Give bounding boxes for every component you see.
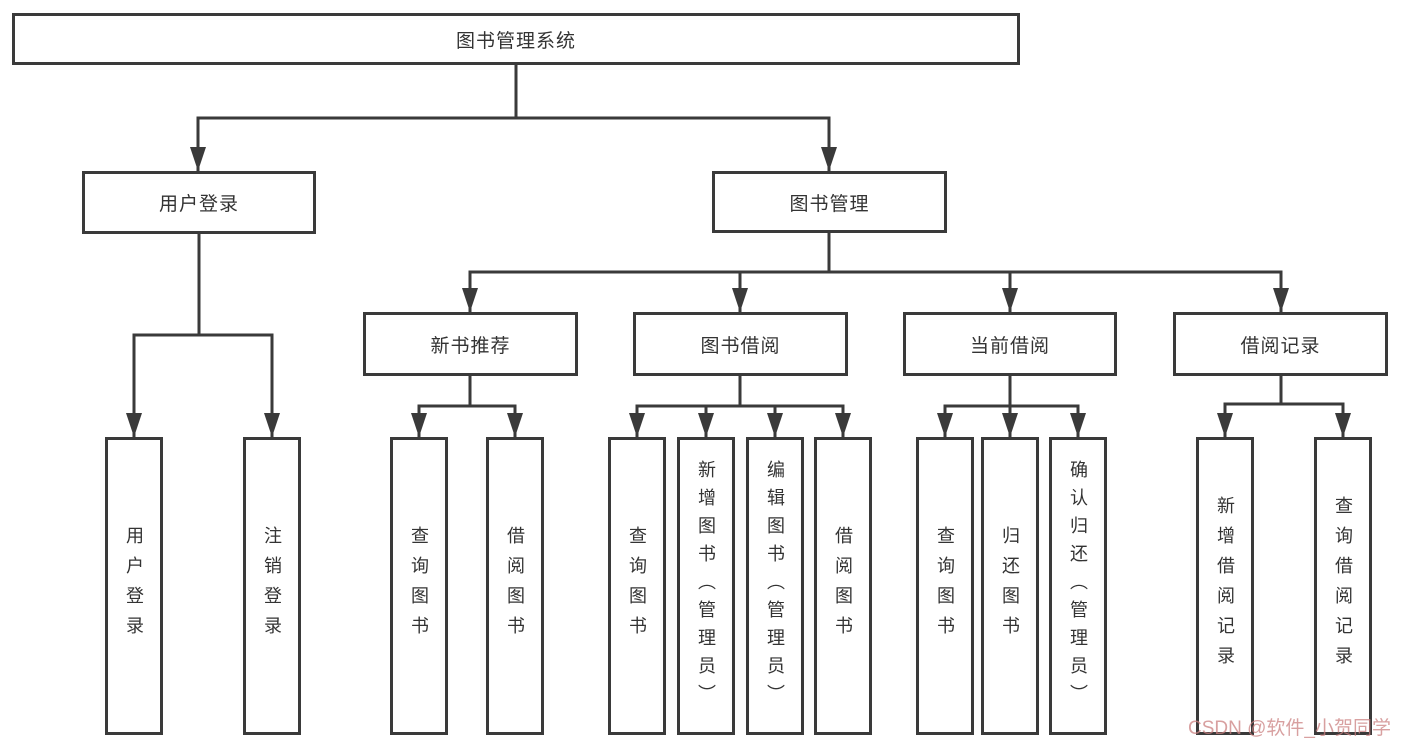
node-label: 用户登录 xyxy=(158,194,239,215)
leaf-query-borrow-record: 查询借阅记录 xyxy=(1314,437,1372,735)
node-label: 图书管理系统 xyxy=(455,30,576,52)
node-label: 借阅图书 xyxy=(505,526,525,646)
node-label: 新书推荐 xyxy=(430,335,511,357)
node-label: 归还图书 xyxy=(1000,526,1020,646)
leaf-add-book-admin: 新增图书（管理员） xyxy=(677,437,735,735)
node-borrow-records: 借阅记录 xyxy=(1173,312,1388,376)
node-user-login: 用户登录 xyxy=(82,171,316,234)
node-label: 当前借阅 xyxy=(969,335,1050,357)
node-label: 编辑图书（管理员） xyxy=(765,460,785,712)
leaf-borrow-book-1: 借阅图书 xyxy=(486,437,544,735)
leaf-return-book: 归还图书 xyxy=(981,437,1039,735)
node-label: 查询图书 xyxy=(935,526,955,646)
leaf-logout: 注销登录 xyxy=(243,437,301,735)
node-book-borrow: 图书借阅 xyxy=(633,312,848,376)
node-label: 确认归还（管理员） xyxy=(1068,460,1088,712)
leaf-confirm-return-admin: 确认归还（管理员） xyxy=(1049,437,1107,735)
node-label: 查询图书 xyxy=(409,526,429,646)
node-new-book-recommend: 新书推荐 xyxy=(363,312,578,376)
node-label: 用户登录 xyxy=(124,526,144,646)
node-label: 图书管理 xyxy=(789,193,870,215)
leaf-query-book-3: 查询图书 xyxy=(916,437,974,735)
leaf-query-book-1: 查询图书 xyxy=(390,437,448,735)
node-current-borrow: 当前借阅 xyxy=(903,312,1117,376)
leaf-query-book-2: 查询图书 xyxy=(608,437,666,735)
node-label: 新增借阅记录 xyxy=(1215,496,1235,676)
node-book-management: 图书管理 xyxy=(712,171,947,233)
node-label: 查询借阅记录 xyxy=(1333,496,1353,676)
csdn-watermark: CSDN @软件_小贺同学 xyxy=(1188,718,1391,739)
node-library-management-system: 图书管理系统 xyxy=(12,13,1020,65)
leaf-user-login: 用户登录 xyxy=(105,437,163,735)
node-label: 借阅记录 xyxy=(1240,335,1321,357)
node-label: 注销登录 xyxy=(262,526,282,646)
node-label: 新增图书（管理员） xyxy=(696,460,716,712)
node-label: 图书借阅 xyxy=(700,335,781,357)
node-label: 借阅图书 xyxy=(833,526,853,646)
leaf-edit-book-admin: 编辑图书（管理员） xyxy=(746,437,804,735)
node-label: 查询图书 xyxy=(627,526,647,646)
leaf-add-borrow-record: 新增借阅记录 xyxy=(1196,437,1254,735)
leaf-borrow-book-2: 借阅图书 xyxy=(814,437,872,735)
